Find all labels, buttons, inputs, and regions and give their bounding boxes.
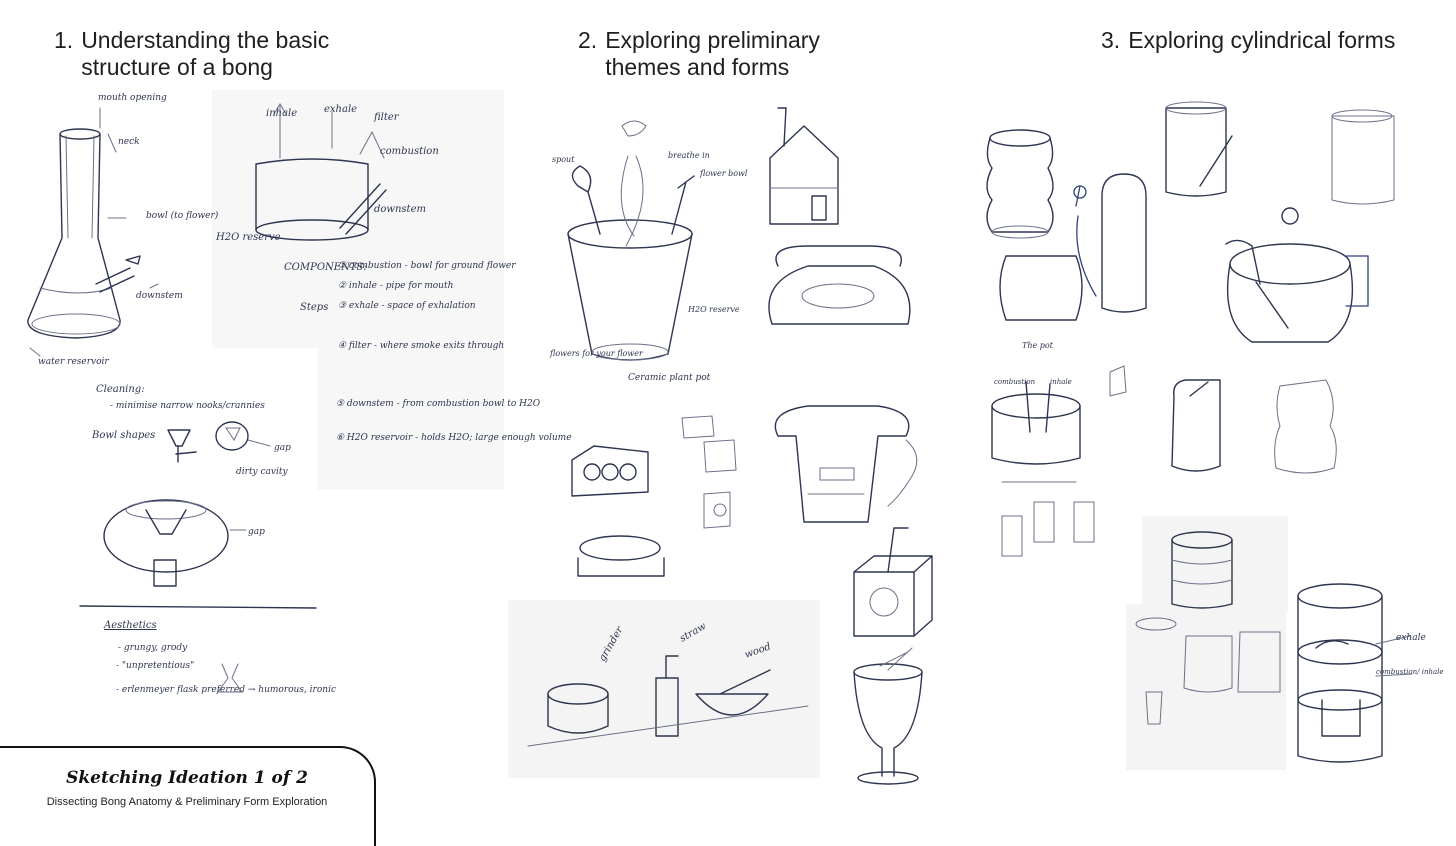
cylindrical-sketch-panel: The pot combustion inhale xyxy=(986,101,1444,770)
bumpy-cylinder-sketch xyxy=(986,129,1083,321)
kettle-form-sketch xyxy=(1225,207,1369,343)
annotation: - minimise narrow nooks/crannies xyxy=(110,401,265,411)
annotation: ② inhale - pipe for mouth xyxy=(338,281,453,291)
chamber-section-sketch xyxy=(991,365,1127,557)
column-heading-1: 1. Understanding the basic structure of … xyxy=(54,27,374,81)
paper-scrap xyxy=(508,600,820,778)
bowl-shape-sketch xyxy=(215,421,249,451)
annotation: - erlenmeyer flask preferred → humorous,… xyxy=(116,685,336,695)
annotation: - "unpretentious" xyxy=(116,661,194,671)
cylinder-vessel-sketch xyxy=(1171,379,1337,474)
smoke-flow-sketch xyxy=(255,103,387,241)
annotation: filter xyxy=(373,112,400,123)
annotation: - grungy, grody xyxy=(118,643,188,653)
annotation: breathe in xyxy=(668,151,710,160)
grinder-scene-sketch xyxy=(527,655,809,747)
annotation: ④ filter - where smoke exits through xyxy=(338,341,504,351)
annotation: dirty cavity xyxy=(236,467,288,477)
annotation: bowl (to flower) xyxy=(146,210,219,221)
heading-number: 3. xyxy=(1101,27,1121,53)
filter-chamber-sketch xyxy=(103,499,247,587)
heading-number: 2. xyxy=(578,27,598,53)
paper-scrap xyxy=(317,348,504,490)
bong-anatomy-sketch xyxy=(27,107,159,357)
juice-box-sketch xyxy=(853,527,933,637)
sheet-title: Sketching Ideation 1 of 2 xyxy=(66,768,308,788)
annotation: spout xyxy=(552,155,575,164)
plant-pot-sketch xyxy=(567,120,695,361)
divider xyxy=(79,605,317,609)
annotation: exhale xyxy=(1396,633,1426,643)
annotation: gap xyxy=(248,527,265,537)
annotation: Bowl shapes xyxy=(91,430,155,441)
annotation: The pot xyxy=(1022,341,1054,350)
title-card: Sketching Ideation 1 of 2 Dissecting Bon… xyxy=(0,746,376,846)
annotation: gap xyxy=(274,443,291,453)
telephone-sketch xyxy=(774,405,918,523)
annotation: ① combustion - bowl for ground flower xyxy=(338,261,516,271)
sheet-subtitle: Dissecting Bong Anatomy & Preliminary Fo… xyxy=(46,796,328,808)
annotation: Aesthetics xyxy=(103,620,157,631)
heading-title: Understanding the basic structure of a b… xyxy=(81,27,330,80)
cylinder-outline-sketch xyxy=(1331,109,1395,205)
annotation: ⑤ downstem - from combustion bowl to H2O xyxy=(336,399,541,409)
annotation: ⑥ H2O reservoir - holds H2O; large enoug… xyxy=(336,433,572,443)
annotation: Steps xyxy=(300,302,328,313)
annotation: inhale xyxy=(266,108,297,119)
annotation: H2O reserve xyxy=(215,232,281,243)
drinking-glass-sketch xyxy=(853,647,923,785)
column-heading-2: 2. Exploring preliminary themes and form… xyxy=(578,27,878,81)
annotation: downstem xyxy=(374,204,426,215)
layered-cylinder-sketch xyxy=(1135,531,1281,725)
annotation: exhale xyxy=(324,104,357,115)
structure-sketch-panel: mouth opening neck bowl (to flower) down… xyxy=(27,90,572,695)
paper-scrap xyxy=(1142,516,1288,612)
soap-form-sketch xyxy=(577,535,665,577)
annotation: combustion/ inhale xyxy=(1376,668,1444,676)
telephone-sketch xyxy=(768,245,911,325)
heading-title: Exploring cylindrical forms xyxy=(1128,27,1396,53)
column-heading-3: 3. Exploring cylindrical forms xyxy=(1101,27,1441,54)
box-form-sketches xyxy=(571,415,737,529)
jar-sketch xyxy=(1165,101,1233,197)
themes-sketch-panel: spout breathe in flower bowl H2O reserve… xyxy=(508,107,933,785)
annotation: combustion xyxy=(994,378,1036,386)
stacked-chamber-sketch xyxy=(1297,583,1413,763)
annotation: flower bowl xyxy=(699,169,748,178)
annotation: neck xyxy=(118,137,140,147)
tall-cylinder-sketch xyxy=(1073,173,1147,313)
house-sketch xyxy=(769,107,839,225)
bowl-shape-sketch xyxy=(167,429,197,463)
annotation: downstem xyxy=(136,291,183,301)
paper-scrap xyxy=(1126,604,1286,770)
annotation: ③ exhale - space of exhalation xyxy=(338,301,476,311)
annotation: mouth opening xyxy=(98,93,167,103)
annotation: H2O reserve xyxy=(687,305,740,314)
heading-number: 1. xyxy=(54,27,74,53)
annotation: inhale xyxy=(1050,378,1072,386)
annotation: COMPONENTS: xyxy=(284,262,367,273)
annotation: combustion xyxy=(380,146,439,157)
paper-scrap xyxy=(212,90,504,348)
annotation: Ceramic plant pot xyxy=(628,373,711,383)
annotation: water reservoir xyxy=(38,357,109,367)
flask-doodle xyxy=(217,663,243,693)
annotation: flowers for your flower xyxy=(549,349,644,358)
annotation: Cleaning: xyxy=(96,384,145,395)
heading-title: Exploring preliminary themes and forms xyxy=(605,27,820,80)
